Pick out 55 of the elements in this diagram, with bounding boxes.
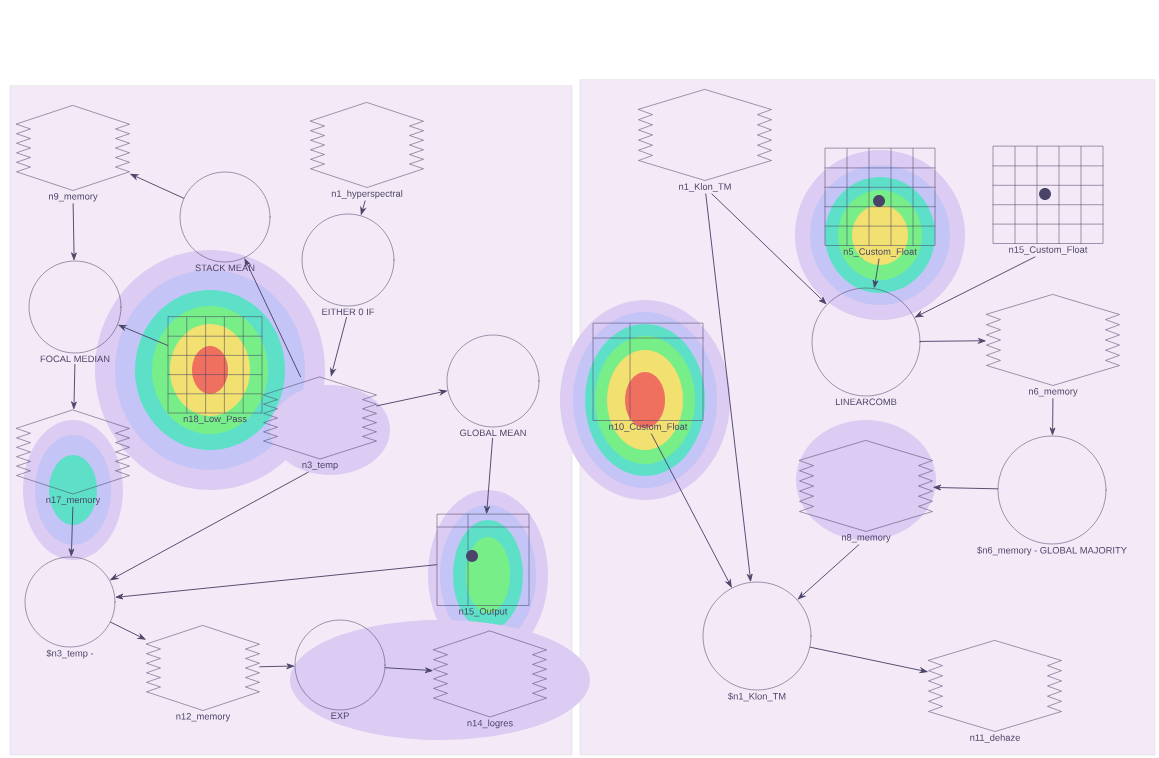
- raster-hexagon: n11_dehaze: [928, 640, 1062, 743]
- node-label: $n1_Klon_TM: [728, 692, 786, 702]
- raster-hexagon: n1_hyperspectral: [310, 102, 424, 199]
- node-label: n11_dehaze: [970, 734, 1020, 743]
- arrow: [797, 544, 860, 600]
- arrow: [330, 316, 347, 376]
- raster-hexagon: n3_temp: [263, 376, 377, 470]
- raster-hexagon: n12_memory: [146, 625, 260, 722]
- node-label: FOCAL MEDIAN: [40, 355, 110, 363]
- arrow: [484, 437, 494, 514]
- arrow: [711, 193, 827, 304]
- arrow: [360, 200, 366, 215]
- arrow: [110, 621, 146, 640]
- node-label: n1_hyperspectral: [331, 190, 403, 199]
- arrow: [259, 663, 294, 669]
- raster-hexagon: n14_logres: [433, 630, 547, 729]
- node-label: n8_memory: [842, 534, 891, 543]
- arrow: [384, 667, 433, 673]
- arrow: [919, 338, 986, 344]
- arrow: [68, 506, 75, 556]
- arrow: [809, 646, 928, 674]
- node-label: n18_Low_Pass: [183, 415, 247, 424]
- arrow: [71, 363, 77, 409]
- arrow: [244, 258, 301, 378]
- arrow: [110, 471, 309, 581]
- node-label: n1_Klon_TM: [679, 183, 731, 192]
- arrow: [705, 193, 753, 582]
- arrow: [115, 564, 438, 600]
- raster-hexagon: n8_memory: [799, 440, 933, 543]
- arrow: [130, 173, 185, 199]
- node-label: n3_temp: [302, 461, 338, 470]
- arrow: [872, 258, 880, 288]
- arrow: [933, 484, 999, 491]
- arrow: [651, 433, 732, 588]
- arrow: [71, 203, 77, 260]
- arrow: [915, 256, 1036, 318]
- raster-hexagon: n9_memory: [16, 105, 130, 202]
- node-label: GLOBAL MEAN: [460, 429, 526, 437]
- node-label: n12_memory: [176, 713, 231, 722]
- node-label: n15_Custom_Float: [1009, 246, 1088, 255]
- arrow: [1049, 398, 1056, 435]
- raster-hexagon: n6_memory: [986, 294, 1120, 397]
- matrix-grid: n18_Low_Pass: [167, 316, 263, 424]
- node-label: EITHER 0 IF: [322, 308, 375, 316]
- node-label: n9_memory: [48, 193, 98, 202]
- matrix-grid: n15_Custom_Float: [992, 146, 1104, 255]
- arrow: [376, 389, 447, 407]
- node-label: EXP: [331, 712, 349, 719]
- node-label: $n6_memory - GLOBAL MAJORITY: [977, 546, 1127, 556]
- node-label: n14_logres: [467, 719, 513, 729]
- node-label: LINEARCOMB: [835, 398, 897, 406]
- node-label: n6_memory: [1029, 388, 1078, 397]
- raster-hexagon: n1_Klon_TM: [638, 89, 772, 192]
- arrow: [118, 324, 169, 346]
- node-label: $n3_temp -: [46, 649, 94, 659]
